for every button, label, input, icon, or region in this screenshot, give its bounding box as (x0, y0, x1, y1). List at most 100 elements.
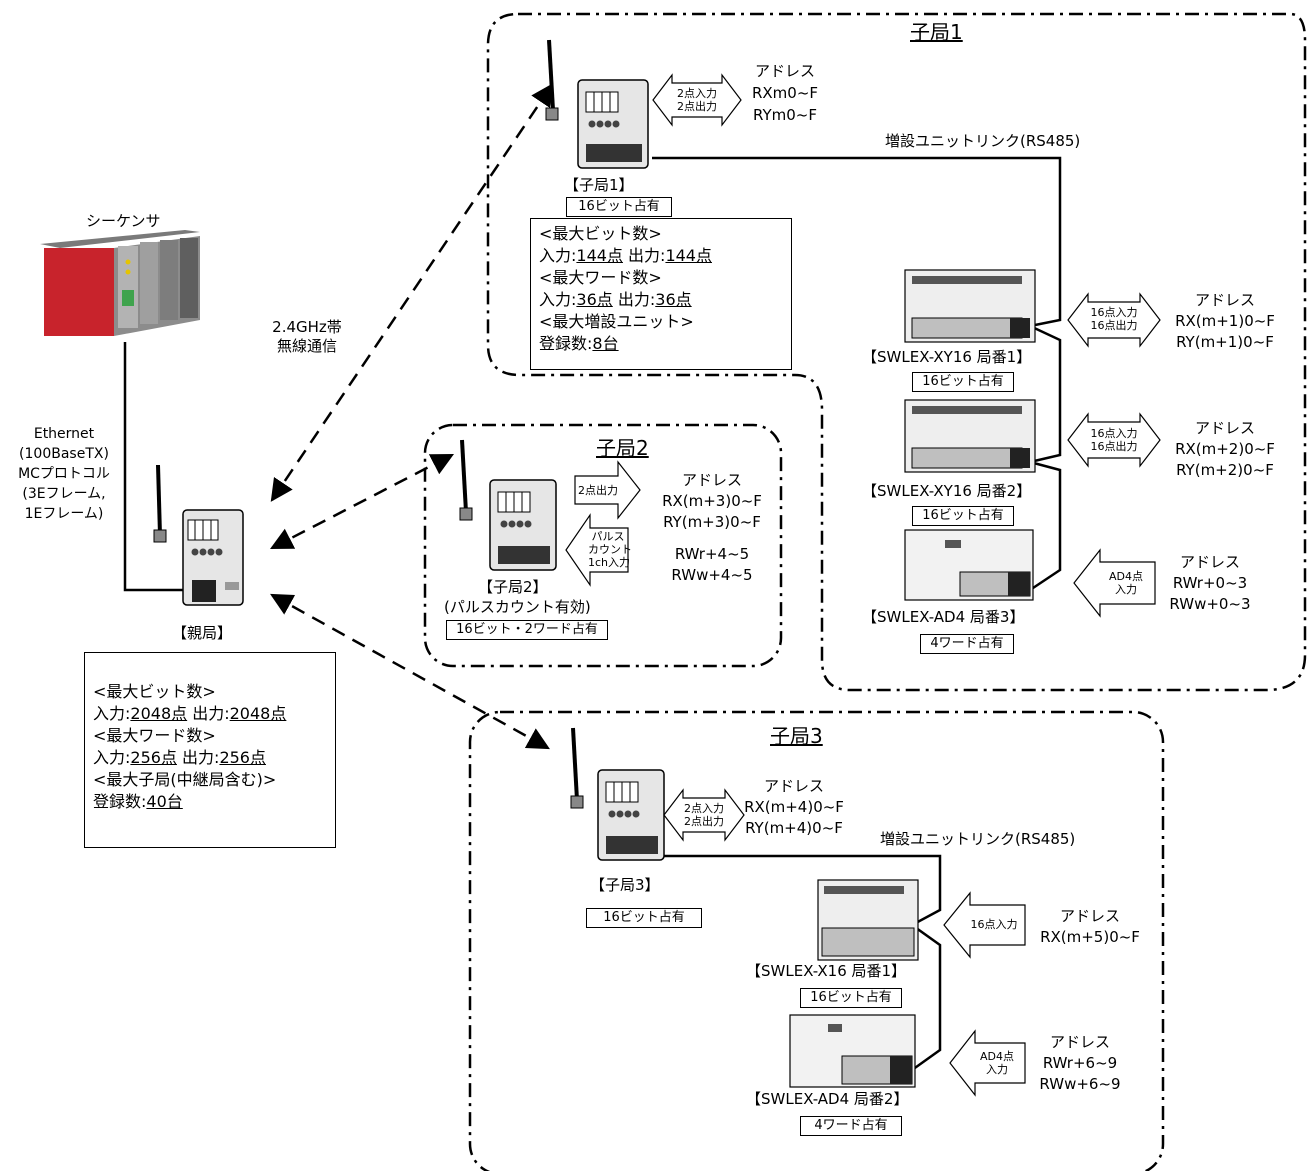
ethernet-line-3: MCプロトコル (18, 466, 110, 482)
wireless-label: 2.4GHz帯 無線通信 (272, 318, 342, 356)
ad4-2-address: アドレス RWr+6~9 RWw+6~9 (1039, 1033, 1121, 1093)
ad4-2-occupancy: 4ワード占有 (800, 1116, 902, 1136)
ethernet-cable (123, 342, 190, 592)
slave2-out-label: 2点出力 (578, 484, 618, 497)
ad4-2-label: 【SWLEX-AD4 局番2】 (746, 1090, 909, 1108)
slave3-addr-title: アドレス (763, 777, 824, 795)
wireless-line-1: 2.4GHz帯 (272, 318, 342, 336)
slave1-device (545, 39, 649, 169)
slave1-title: 子局1 (910, 20, 963, 44)
slave2-sublabel: (パルスカウント有効) (444, 598, 591, 616)
ad4-1-in-arrow (1073, 548, 1156, 618)
wireless-line-2: 無線通信 (276, 336, 337, 355)
master-info-l6: 登録数:40台 (93, 792, 183, 811)
ad4-2-in-label: AD4点入力 (980, 1050, 1014, 1076)
slave2-frame (423, 423, 783, 668)
ethernet-label: Ethernet (100BaseTX) MCプロトコル (3Eフレーム, 1E… (0, 424, 128, 524)
ad4-1-occupancy: 4ワード占有 (920, 634, 1014, 654)
slave2-occupancy: 16ビット・2ワード占有 (446, 620, 608, 640)
xy16-1-occupancy: 16ビット占有 (912, 372, 1014, 392)
slave1-io-arrow (652, 73, 742, 127)
ad4-1-address: アドレス RWr+0~3 RWw+0~3 (1169, 553, 1251, 613)
slave2-addr-4: RWw+4~5 (671, 566, 753, 584)
slave2-addr-3: RWr+4~5 (674, 545, 750, 563)
slave2-address-word: RWr+4~5 RWw+4~5 (654, 544, 770, 586)
slave2-pulse-arrow (565, 513, 629, 587)
slave3-addr-1: RX(m+4)0~F (744, 798, 844, 816)
x16-1-address: アドレス RX(m+5)0~F (1040, 907, 1140, 946)
xy16-2-occupancy: 16ビット占有 (912, 506, 1014, 526)
ad4-1-in-label: AD4点入力 (1109, 570, 1143, 596)
slave2-addr-title: アドレス (681, 471, 742, 489)
slave2-label: 【子局2】 (478, 578, 548, 596)
master-info-l4: 入力:256点 出力:256点 (93, 748, 266, 767)
slave1-link-label: 増設ユニットリンク(RS485) (885, 132, 1081, 150)
x16-1-in-arrow (943, 891, 1026, 959)
master-info-l1: <最大ビット数> (93, 682, 216, 701)
slave1-occupancy: 16ビット占有 (566, 197, 672, 217)
slave3-frame (468, 710, 1165, 1171)
xy16-1-label: 【SWLEX-XY16 局番1】 (862, 348, 1032, 366)
ethernet-line-2: (100BaseTX) (19, 446, 109, 462)
slave2-out-arrow (574, 460, 641, 520)
slave1-info-box: <最大ビット数> 入力:144点 出力:144点 <最大ワード数> 入力:36点… (530, 218, 792, 370)
wireless-link-2 (270, 453, 454, 550)
slave1-info-l4: 入力:36点 出力:36点 (539, 290, 692, 309)
slave1-info-l5: <最大増設ユニット> (539, 312, 694, 331)
master-info-l2: 入力:2048点 出力:2048点 (93, 704, 287, 723)
slave1-addr-title: アドレス (754, 62, 815, 80)
slave1-addr-2: RYm0~F (753, 106, 817, 124)
ethernet-line-4: (3Eフレーム, (22, 486, 106, 502)
xy16-2-io-arrow (1067, 412, 1161, 468)
slave3-title: 子局3 (770, 724, 823, 748)
xy16-1-address: アドレス RX(m+1)0~F RY(m+1)0~F (1175, 291, 1275, 351)
slave3-occupancy: 16ビット占有 (586, 908, 702, 928)
xy16-unit-2 (904, 399, 1036, 473)
slave1-info-l3: <最大ワード数> (539, 268, 662, 287)
slave1-info-l6: 登録数:8台 (539, 334, 619, 353)
wireless-link-1 (270, 83, 554, 502)
slave3-device (570, 727, 665, 861)
xy16-unit-1 (904, 269, 1036, 343)
x16-1-label: 【SWLEX-X16 局番1】 (746, 962, 907, 980)
x16-1-occupancy: 16ビット占有 (800, 988, 902, 1008)
slave2-title: 子局2 (596, 436, 649, 460)
ethernet-line-5: 1Eフレーム) (24, 506, 104, 522)
slave3-addr-2: RY(m+4)0~F (745, 819, 843, 837)
master-device (153, 464, 244, 606)
slave3-address: アドレス RX(m+4)0~F RY(m+4)0~F (738, 776, 850, 839)
wireless-link-3 (270, 593, 550, 750)
master-info-l5: <最大子局(中継局含む)> (93, 770, 277, 789)
slave1-address: アドレス RXm0~F RYm0~F (740, 60, 830, 126)
ad4-1-label: 【SWLEX-AD4 局番3】 (862, 608, 1025, 626)
plc-label: シーケンサ (86, 212, 161, 230)
x16-unit-1 (817, 879, 919, 961)
slave1-info-l2: 入力:144点 出力:144点 (539, 246, 712, 265)
slave2-addr-2: RY(m+3)0~F (663, 513, 761, 531)
slave1-info-l1: <最大ビット数> (539, 224, 662, 243)
slave3-link-label: 増設ユニットリンク(RS485) (880, 830, 1076, 848)
ad4-2-in-arrow (949, 1029, 1026, 1097)
ad4-unit-1 (904, 529, 1034, 601)
master-info-l3: <最大ワード数> (93, 726, 216, 745)
slave2-addr-1: RX(m+3)0~F (662, 492, 762, 510)
ad4-unit-2 (789, 1014, 916, 1088)
slave1-addr-1: RXm0~F (751, 84, 819, 102)
slave3-label: 【子局3】 (590, 876, 660, 894)
xy16-2-address: アドレス RX(m+2)0~F RY(m+2)0~F (1175, 419, 1275, 479)
ethernet-line-1: Ethernet (33, 426, 95, 442)
plc-device (40, 230, 200, 336)
xy16-2-label: 【SWLEX-XY16 局番2】 (862, 482, 1032, 500)
master-label: 【親局】 (172, 624, 233, 642)
slave2-device (459, 439, 557, 571)
slave1-label: 【子局1】 (564, 176, 634, 194)
slave3-io-arrow (663, 788, 745, 842)
xy16-1-io-arrow (1067, 292, 1161, 348)
